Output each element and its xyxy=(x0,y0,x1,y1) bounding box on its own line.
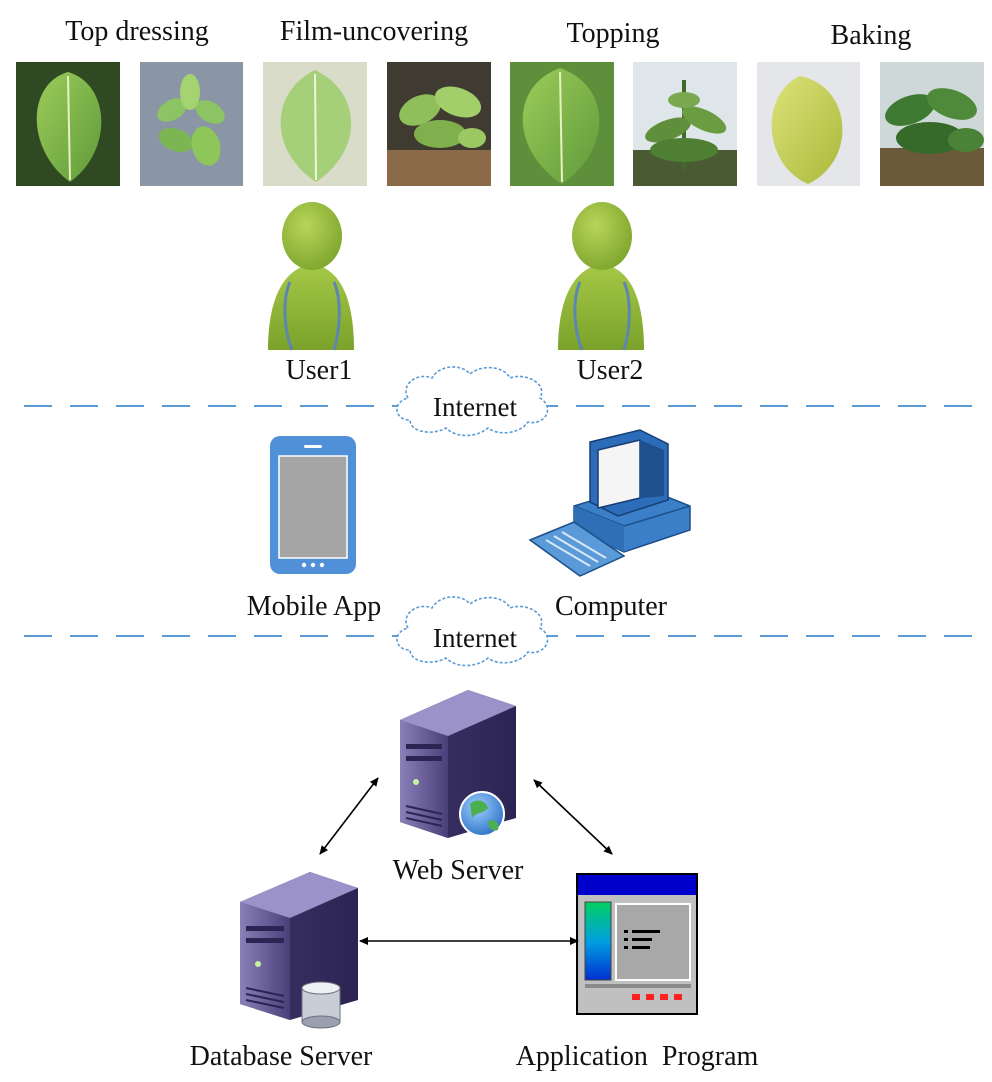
stage-label-top-dressing: Top dressing xyxy=(65,16,208,47)
desktop-computer-icon xyxy=(528,429,691,577)
mobile-app-label: Mobile App xyxy=(247,591,382,622)
web-server-icon xyxy=(400,690,516,838)
seedling-photo-top-dressing xyxy=(140,62,243,186)
user2-label: User2 xyxy=(577,355,644,386)
internet-cloud-lower-icon xyxy=(396,596,549,667)
field-photo-baking xyxy=(880,62,984,186)
application-program-label: Application Program xyxy=(516,1041,759,1072)
application-window-icon xyxy=(576,873,698,1015)
stage-label-baking: Baking xyxy=(831,20,912,51)
computer-label: Computer xyxy=(555,591,668,622)
arrow-web-application xyxy=(533,779,613,855)
stage-label-topping: Topping xyxy=(567,18,660,49)
database-server-icon xyxy=(240,872,358,1029)
field-photo-topping xyxy=(633,62,737,186)
internet-cloud-upper-icon xyxy=(396,366,549,437)
stage-label-film-uncovering: Film-uncovering xyxy=(280,16,468,47)
leaf-photo-top-dressing xyxy=(16,62,120,186)
internet-label-lower: Internet xyxy=(433,623,517,653)
user1-icon xyxy=(268,202,354,351)
mobile-phone-icon xyxy=(270,436,356,574)
internet-label-upper: Internet xyxy=(433,392,517,422)
user2-icon xyxy=(558,202,644,351)
user1-label: User1 xyxy=(286,355,353,386)
web-server-label: Web Server xyxy=(393,855,524,886)
leaf-photo-film-uncovering xyxy=(263,62,367,186)
arrow-web-database xyxy=(319,777,379,855)
leaf-photo-baking xyxy=(757,62,860,186)
database-server-label: Database Server xyxy=(190,1041,373,1072)
leaf-photo-topping xyxy=(510,62,614,186)
field-photo-film-uncovering xyxy=(387,62,491,186)
